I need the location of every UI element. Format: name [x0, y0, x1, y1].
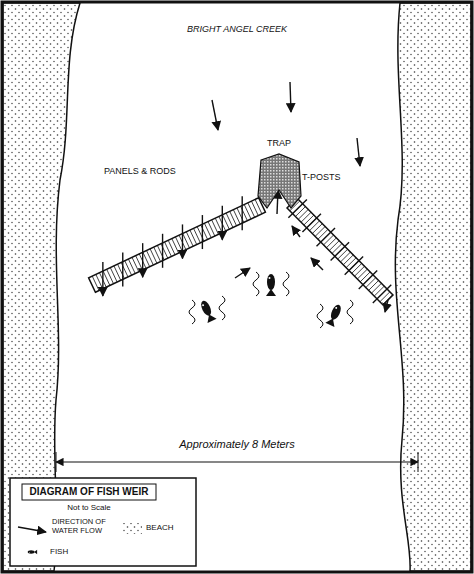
weir-stroke: [317, 228, 335, 246]
legend-text: BEACH: [146, 523, 174, 532]
part-label: PANELS & RODS: [104, 166, 176, 176]
weir-stroke: [360, 272, 370, 282]
weir-stroke: [318, 229, 328, 239]
weir-stroke: [310, 221, 320, 231]
weir-stroke: [338, 249, 348, 259]
weir-stroke: [222, 206, 223, 240]
trap-box: TRAP: [255, 140, 303, 212]
weir-stroke: [255, 199, 262, 213]
weir-stroke: [326, 238, 336, 248]
weir-stroke: [295, 207, 305, 217]
weir-stroke: [315, 227, 325, 237]
weir-stroke: [374, 286, 384, 296]
weir-stroke: [357, 269, 367, 279]
weir-stroke: [371, 283, 381, 293]
legend-title: DIAGRAM OF FISH WEIR: [30, 486, 149, 498]
weir-panel: [89, 198, 266, 292]
weir-stroke: [385, 300, 388, 312]
part-label: T-POSTS: [302, 172, 341, 182]
weir-stroke: [122, 253, 123, 287]
weir-stroke: [332, 244, 342, 254]
weir-stroke: [142, 243, 143, 277]
weir-stroke: [182, 224, 183, 258]
weir-stroke: [202, 215, 203, 249]
weir-stroke: [162, 234, 163, 268]
weir-stroke: [369, 281, 379, 291]
weir-stroke: [324, 235, 334, 245]
weir-stroke: [302, 214, 320, 232]
weir-stroke: [301, 212, 311, 222]
weir-stroke: [352, 263, 362, 273]
weir-stroke: [345, 256, 363, 274]
trap-label: TRAP: [267, 138, 291, 148]
legend-text: DIRECTION OF WATER FLOW: [52, 518, 122, 535]
weir-stroke: [346, 258, 356, 268]
weir-stroke: [355, 266, 365, 276]
weir-stroke: [102, 262, 103, 296]
weir-stroke: [312, 224, 322, 234]
weir-panel: [287, 198, 393, 305]
creek-name: BRIGHT ANGEL CREEK: [187, 24, 287, 34]
weir-stroke: [329, 241, 339, 251]
weir-stroke: [241, 196, 242, 230]
weir-stroke: [366, 278, 376, 288]
weir-stroke: [340, 252, 350, 262]
trap-shape: [255, 140, 303, 212]
weir-stroke: [331, 242, 349, 260]
weir-stroke: [298, 209, 308, 219]
dimension-label: Approximately 8 Meters: [179, 438, 295, 451]
weir-stroke: [343, 255, 353, 265]
legend-text: FISH: [50, 547, 68, 556]
scale-note: Not to Scale: [67, 503, 111, 512]
weir-stroke: [359, 271, 377, 289]
weir-stroke: [304, 215, 314, 225]
